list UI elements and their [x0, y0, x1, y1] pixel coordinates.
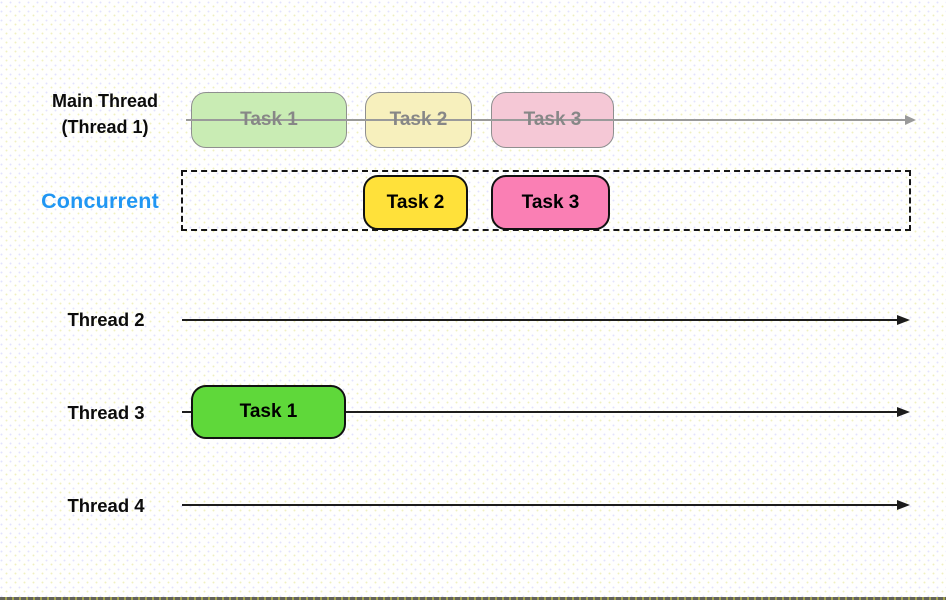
main-thread-timeline-arrow [186, 114, 916, 126]
thread2-timeline-line [182, 319, 898, 321]
thread2-label: Thread 2 [67, 309, 145, 330]
bottom-progress-strip [0, 597, 946, 600]
thread4-timeline-line [182, 504, 898, 506]
thread3-label: Thread 3 [67, 402, 145, 423]
thread3-arrowhead-icon [897, 406, 910, 417]
thread2-timeline-arrow [182, 314, 910, 326]
thread3-task1-box: Task 1 [191, 385, 346, 439]
concurrent-queue-label: Concurrent [41, 189, 159, 213]
main-thread-arrowhead-icon [905, 114, 916, 125]
main-thread-label: Main Thread (Thread 1) [23, 88, 187, 140]
main-thread-task1-label: Task 1 [240, 109, 298, 130]
main-thread-label-line2: (Thread 1) [61, 117, 149, 137]
thread3-timeline-line [182, 411, 898, 413]
concurrent-task2-label: Task 2 [386, 191, 445, 213]
main-thread-label-line1: Main Thread [51, 91, 158, 111]
main-thread-task3-label: Task 3 [523, 109, 582, 130]
main-thread-timeline-line [186, 119, 906, 121]
thread4-timeline-arrow [182, 499, 910, 511]
thread3-task1-label: Task 1 [239, 401, 298, 422]
concurrent-task3-label: Task 3 [521, 191, 580, 213]
thread2-arrowhead-icon [897, 314, 910, 325]
thread4-label: Thread 4 [67, 495, 145, 516]
main-thread-task2-label: Task 2 [389, 109, 448, 130]
thread4-arrowhead-icon [897, 499, 910, 510]
concurrent-task3-box: Task 3 [491, 175, 610, 230]
concurrent-task2-box: Task 2 [363, 175, 468, 230]
concurrent-queue-box [181, 170, 911, 231]
thread3-timeline-arrow [182, 406, 910, 418]
